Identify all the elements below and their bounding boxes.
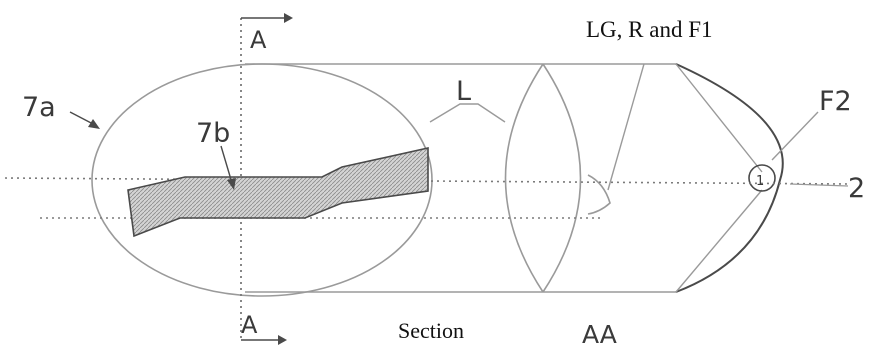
leader-F2	[771, 111, 819, 161]
label-section-word: Section	[398, 318, 464, 343]
light-guide-line	[607, 63, 645, 191]
end-cap-ray-lower	[675, 189, 763, 293]
section-arrow-bottom-head	[278, 335, 287, 345]
hatched-element-7b	[127, 147, 429, 238]
label-section-marker-top: A	[250, 26, 267, 54]
leader-7a-arrowhead	[88, 119, 100, 129]
end-cap-ray-upper	[675, 63, 763, 173]
label-7b: 7b	[196, 118, 230, 149]
label-F2: F2	[819, 86, 852, 117]
lens-arc-left	[504, 63, 544, 293]
leader-L	[429, 103, 506, 123]
focus-circle-1	[748, 164, 776, 192]
section-arrow-top-head	[284, 13, 293, 23]
leader-7b-arrowhead	[227, 178, 236, 190]
leader-7b	[220, 145, 233, 184]
small-reflector	[587, 174, 611, 215]
label-7a: 7a	[22, 92, 56, 123]
label-1: 1	[756, 174, 764, 189]
label-section-marker-bottom: A	[241, 311, 258, 339]
label-2: 2	[848, 173, 865, 204]
label-section-id: AA	[582, 320, 617, 349]
label-lg-r-f1: LG, R and F1	[586, 17, 713, 42]
lens-arc-right	[542, 63, 582, 293]
label-L: L	[456, 76, 471, 107]
leader-2	[789, 183, 849, 187]
end-cap-outer	[675, 63, 784, 293]
